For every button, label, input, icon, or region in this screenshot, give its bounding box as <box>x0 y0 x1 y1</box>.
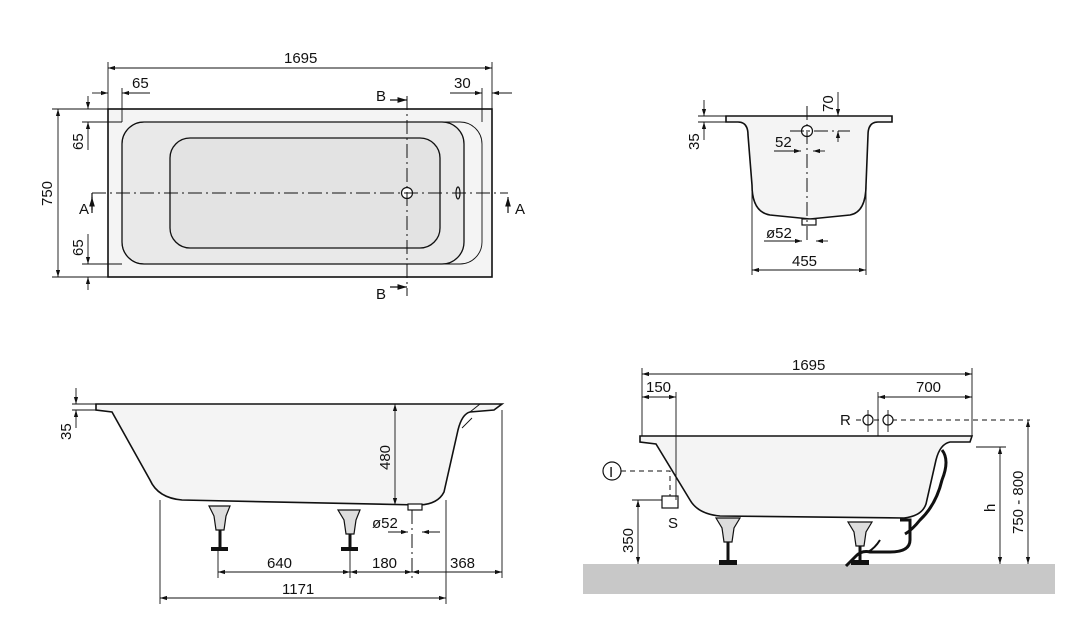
side-drain <box>407 503 423 511</box>
side-depth-dim: 480 <box>377 445 394 470</box>
valve-label: R <box>840 412 851 429</box>
side-view-outline <box>95 403 505 506</box>
side-leg-right <box>336 509 361 551</box>
cross-section-outline <box>725 115 893 220</box>
side-rim-thickness-dim: 35 <box>58 423 75 440</box>
side-drain-offset-dim: 180 <box>372 555 397 572</box>
side-leg-spacing-dim: 640 <box>267 555 292 572</box>
install-length-dim: 1695 <box>792 357 825 374</box>
install-view: S I 1695 150 700 R 350 h 750 - 80 <box>583 357 1055 594</box>
top-rim-bottom-dim: 65 <box>70 239 87 256</box>
waste-label: S <box>668 515 678 532</box>
cross-rim-thickness-dim: 35 <box>686 133 703 150</box>
cross-section-drain <box>801 218 817 226</box>
cross-rim-height-dim: 70 <box>820 95 837 112</box>
cross-drain-diameter-dim: ø52 <box>766 225 792 242</box>
waste-height-dim: 350 <box>620 528 637 553</box>
side-view: 35 480 ø52 640 180 368 1171 <box>58 388 505 604</box>
height-range-dim: 750 - 800 <box>1010 471 1027 534</box>
section-a-right-label: A <box>515 201 525 218</box>
cross-base-width-dim: 455 <box>792 253 817 270</box>
install-overflow-offset-dim: 150 <box>646 379 671 396</box>
height-var-dim: h <box>982 504 999 512</box>
side-drain-diameter-dim: ø52 <box>372 515 398 532</box>
top-rim-top-dim: 65 <box>70 133 87 150</box>
top-view: A A B B 1695 65 30 750 65 <box>39 50 525 303</box>
cross-section-view: 70 35 52 ø52 455 <box>686 92 893 275</box>
install-valve-offset-dim: 700 <box>916 379 941 396</box>
section-b-bottom-label: B <box>376 286 386 303</box>
section-b-top-label: B <box>376 88 386 105</box>
install-tub-outline <box>639 435 974 519</box>
install-leg-left <box>714 517 742 565</box>
top-rim-left-dim: 65 <box>132 75 149 92</box>
install-leg-right <box>846 521 874 565</box>
section-a-left-label: A <box>79 201 89 218</box>
side-overall-legs-dim: 1171 <box>282 581 314 598</box>
top-length-dim: 1695 <box>284 50 317 67</box>
top-rim-right-dim: 30 <box>454 75 471 92</box>
floor <box>583 564 1055 594</box>
top-width-dim: 750 <box>39 181 56 206</box>
side-end-offset-dim: 368 <box>450 555 475 572</box>
cross-drain-offset-dim: 52 <box>775 134 792 151</box>
side-leg-left <box>208 505 231 551</box>
overflow-label: I <box>609 464 613 481</box>
